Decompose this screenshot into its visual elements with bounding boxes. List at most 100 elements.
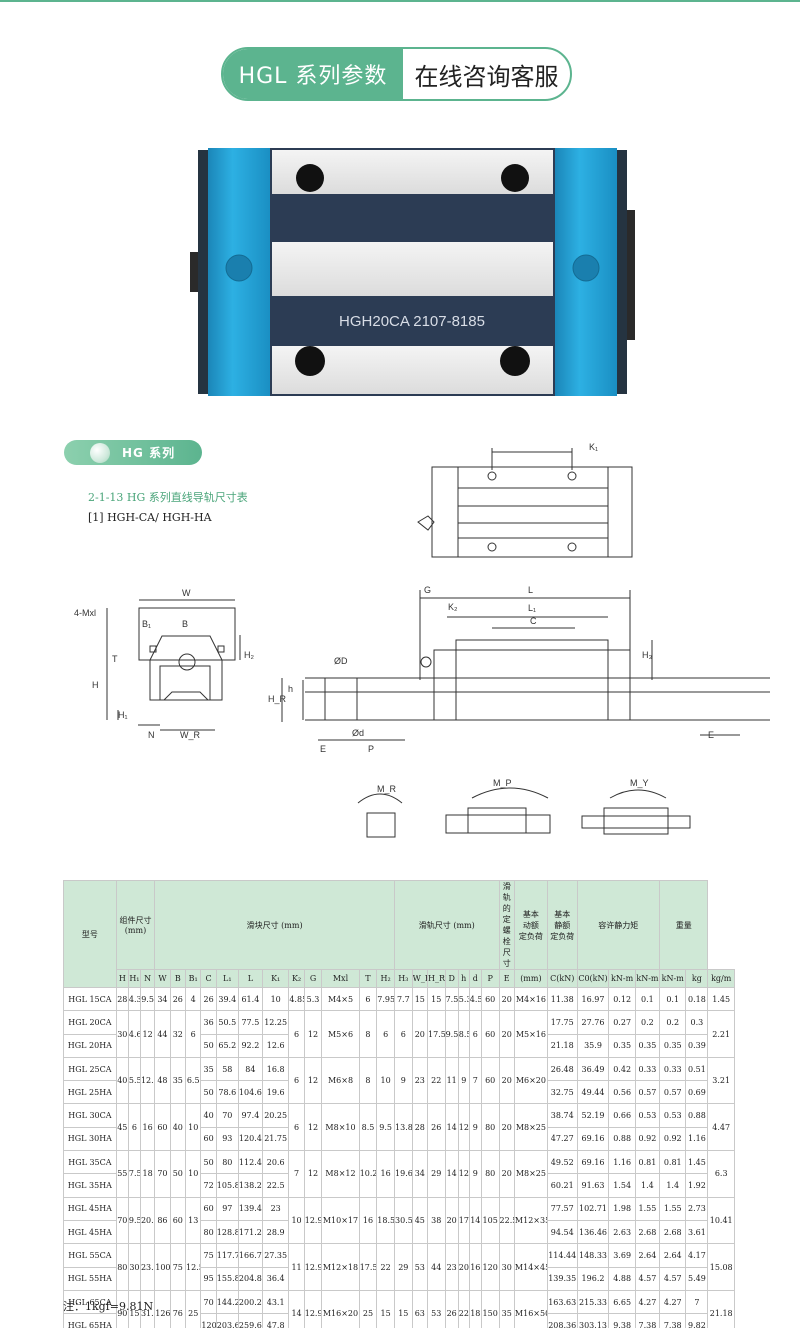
table-cell: 8	[358, 1010, 378, 1058]
table-cell: 30	[498, 1243, 515, 1291]
th-weight: 重量	[659, 880, 709, 970]
table-cell: 47.8	[261, 1313, 290, 1328]
table-cell: 0.1	[634, 986, 661, 1012]
table-cell: 12	[457, 1103, 470, 1152]
table-cell: 69.16	[576, 1126, 610, 1152]
dim-holes: 4-Mxl	[74, 608, 96, 618]
table-cell: 26	[444, 1289, 459, 1328]
sub-header-cell: K₁	[261, 969, 290, 988]
table-cell: 9.82	[685, 1313, 709, 1328]
consult-link[interactable]: 在线咨询客服	[414, 62, 559, 91]
table-cell: 16	[376, 1150, 396, 1198]
table-cell: 7.5	[444, 986, 459, 1012]
dim-l: L	[528, 585, 533, 595]
table-cell: 17.5	[358, 1243, 378, 1291]
table-cell: 13	[185, 1196, 202, 1245]
table-cell: HGL 15CA	[63, 986, 117, 1012]
table-cell: 208.36	[546, 1313, 578, 1328]
table-cell: 1.54	[608, 1173, 636, 1198]
table-cell: 16	[358, 1196, 378, 1245]
table-cell: 17.5	[426, 1010, 446, 1058]
table-cell: 9.38	[608, 1313, 636, 1328]
table-cell: 21.75	[261, 1126, 290, 1152]
table-cell: 15	[411, 986, 428, 1012]
table-cell: HGL 35CA	[63, 1150, 117, 1175]
table-cell: 36.49	[576, 1056, 610, 1082]
table-cell: 15	[394, 1289, 413, 1328]
table-cell: 3.69	[608, 1243, 636, 1268]
table-cell: 6	[358, 986, 378, 1012]
table-cell: 69.16	[576, 1150, 610, 1175]
table-cell: 8	[358, 1056, 378, 1105]
table-cell: 18	[468, 1289, 482, 1328]
table-cell: 26.48	[546, 1056, 578, 1082]
sub-header-cell: G	[303, 969, 323, 988]
dim-t: T	[112, 654, 118, 664]
table-cell: 9	[457, 1056, 470, 1105]
table-cell: 29	[426, 1150, 446, 1198]
table-cell: 23.5	[139, 1243, 156, 1291]
table-cell: 4.88	[608, 1266, 636, 1291]
table-cell: 11	[288, 1243, 305, 1291]
table-cell: 92.2	[237, 1033, 263, 1058]
table-cell: 60	[480, 1056, 500, 1105]
table-cell: 2.21	[707, 1010, 735, 1058]
table-cell: 0.92	[634, 1126, 661, 1152]
table-cell: 10	[288, 1196, 305, 1245]
table-cell: 80	[480, 1150, 500, 1198]
table-cell: 30.5	[394, 1196, 413, 1245]
table-cell: 38.74	[546, 1103, 578, 1128]
table-cell: 215.33	[576, 1289, 610, 1315]
sub-header-cell: kg	[685, 969, 709, 988]
table-cell: 0.53	[659, 1103, 687, 1128]
table-cell: 126	[154, 1289, 171, 1328]
table-cell: 4.17	[685, 1243, 709, 1268]
table-cell: 36	[200, 1010, 217, 1035]
table-cell: 12	[303, 1010, 323, 1058]
table-cell: 60	[200, 1196, 217, 1221]
table-cell: 6	[288, 1056, 305, 1105]
table-cell: 52.19	[576, 1103, 610, 1128]
table-cell: 1.55	[659, 1196, 687, 1221]
table-cell: 29	[394, 1243, 413, 1291]
th-static: 基本 静额 定负荷	[546, 880, 578, 970]
table-cell: 22	[457, 1289, 470, 1328]
sub-header-cell: kg/m	[707, 969, 735, 988]
table-cell: 63	[411, 1289, 428, 1328]
table-cell: 0.12	[608, 986, 636, 1012]
table-cell: 7	[288, 1150, 305, 1198]
table-cell: 53	[426, 1289, 446, 1328]
table-cell: 104.6	[237, 1080, 263, 1105]
table-cell: M8×10	[321, 1103, 360, 1152]
table-cell: 3.21	[707, 1056, 735, 1105]
table-cell: 19.6	[261, 1080, 290, 1105]
table-cell: 70	[115, 1196, 129, 1245]
table-cell: M10×17	[321, 1196, 360, 1245]
table-cell: M8×25	[513, 1103, 548, 1152]
table-cell: M12×18	[321, 1243, 360, 1291]
table-cell: 7.38	[659, 1313, 687, 1328]
table-cell: 0.35	[659, 1033, 687, 1058]
table-cell: 139.4	[237, 1196, 263, 1221]
table-cell: 53	[411, 1243, 428, 1291]
table-row: HGL 45HA709.520.58660136097139.4231012.9…	[63, 1196, 735, 1245]
table-cell: HGL 20HA	[63, 1033, 117, 1058]
series-tag: HG 系列	[64, 440, 202, 465]
sub-header-row: HH₁NWBB₁CL₁LK₁K₂GMxlTH₂H₃W_RH_RDhdPE(mm)…	[64, 969, 735, 988]
table-cell: 49.44	[576, 1080, 610, 1105]
table-cell: 20	[498, 1103, 515, 1152]
table-cell: 20.25	[261, 1103, 290, 1128]
dim-p: P	[368, 744, 374, 754]
th-rail: 滑轨尺寸 (mm)	[394, 880, 500, 970]
table-cell: 94.54	[546, 1219, 578, 1245]
table-cell: 6.3	[707, 1150, 735, 1198]
dim-k2: K₂	[448, 602, 458, 612]
table-cell: 1.55	[634, 1196, 661, 1221]
dim-h3: H₃	[642, 650, 652, 660]
table-cell: 28	[115, 986, 129, 1012]
sub-header-cell: H	[115, 969, 129, 988]
table-cell: 13.8	[394, 1103, 413, 1152]
table-cell: 11	[444, 1056, 459, 1105]
table-cell: 58	[215, 1056, 239, 1082]
